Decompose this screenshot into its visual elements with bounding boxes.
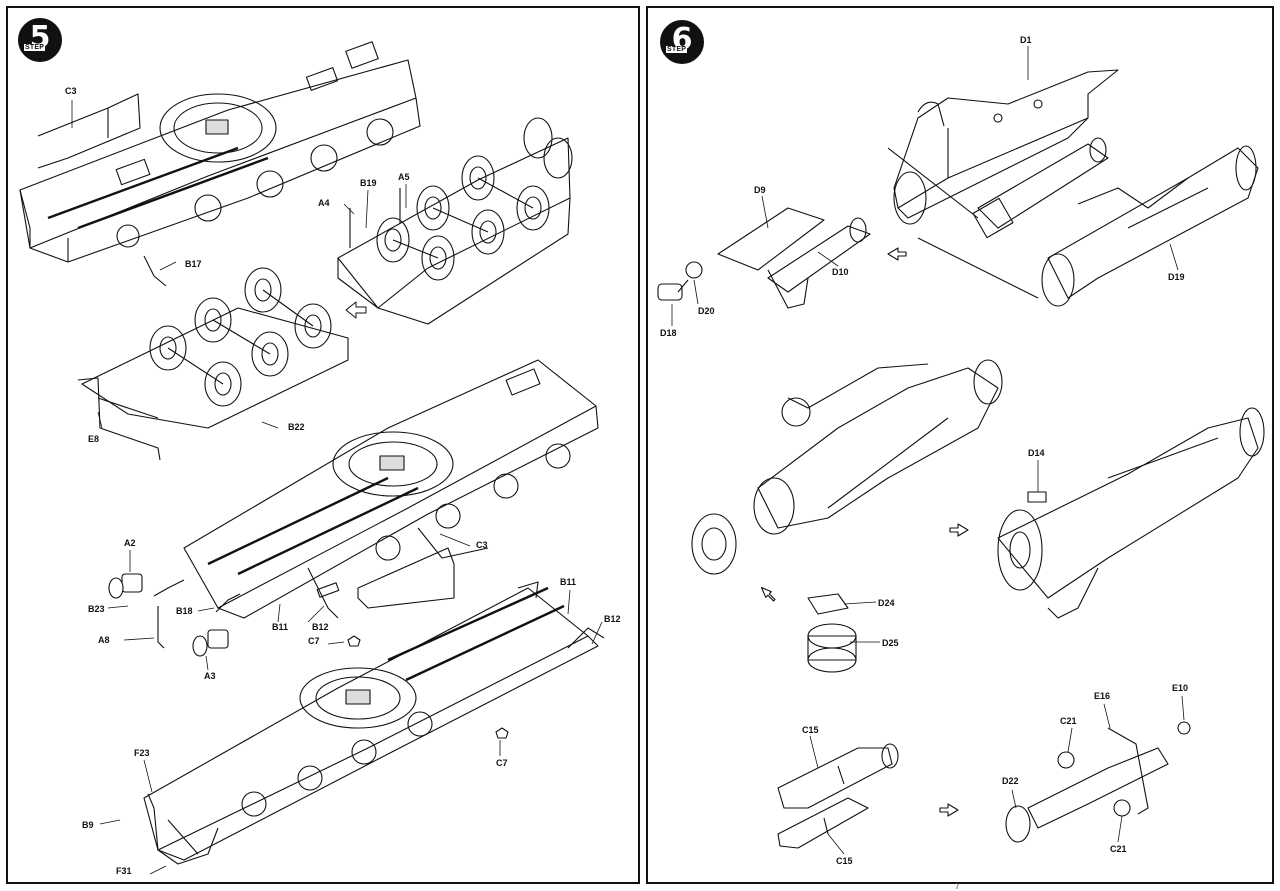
part-label-c15: C15 <box>802 725 819 735</box>
part-label-a3: A3 <box>204 671 216 681</box>
part-label-f23: F23 <box>134 748 150 758</box>
chassis-middle <box>183 359 599 619</box>
part-label-d18: D18 <box>660 328 677 338</box>
part-label-c7: C7 <box>308 636 320 646</box>
part-label-c21: C21 <box>1060 716 1077 726</box>
assembled-gun-left <box>691 359 1003 575</box>
part-label-b17: B17 <box>185 259 202 269</box>
part-label-d24: D24 <box>878 598 895 608</box>
part-label-a2: A2 <box>124 538 136 548</box>
part-label-e10: E10 <box>1172 683 1189 693</box>
barrel-halves-d9-d10 <box>657 207 871 309</box>
step-6-illustration <box>657 46 1265 855</box>
step-5-panel: 5 STEP C3 B17 A4 B19 A5 E8 B22 C3 A2 B23… <box>6 6 640 884</box>
bogie-mid-left <box>77 267 349 461</box>
parts-c15 <box>777 743 899 849</box>
step-word: STEP <box>24 44 46 51</box>
trail-part-d19 <box>1041 145 1259 307</box>
part-label-f31: F31 <box>116 866 132 876</box>
part-label-b19: B19 <box>360 178 377 188</box>
part-label-c3: C3 <box>476 540 488 550</box>
leader-lines <box>671 46 1185 855</box>
parts-d24-d25 <box>807 593 857 673</box>
step-word: STEP <box>666 46 688 53</box>
assembled-gun-right <box>997 407 1265 619</box>
leader-lines <box>71 100 603 875</box>
trail-part-d1 <box>893 69 1119 225</box>
loose-parts-middle <box>108 573 361 657</box>
chassis-top-left <box>19 41 421 287</box>
part-label-c7: C7 <box>496 758 508 768</box>
part-label-c15: C15 <box>836 856 853 866</box>
bogie-top-right <box>337 117 573 325</box>
part-label-d1: D1 <box>1020 35 1032 45</box>
barrel-center <box>887 137 1109 299</box>
step-6-panel: 6 STEP D1 D9 D10 D18 D20 D19 D14 D24 D25… <box>646 6 1274 884</box>
assembly-e16 <box>1005 721 1191 843</box>
part-label-b12: B12 <box>312 622 329 632</box>
part-label-a8: A8 <box>98 635 110 645</box>
part-label-d14: D14 <box>1028 448 1045 458</box>
part-label-c21: C21 <box>1110 844 1127 854</box>
part-label-a4: A4 <box>318 198 330 208</box>
part-label-b9: B9 <box>82 820 94 830</box>
part-label-e8: E8 <box>88 434 100 444</box>
part-label-d25: D25 <box>882 638 899 648</box>
step-5-badge: 5 STEP <box>18 18 62 62</box>
part-label-d19: D19 <box>1168 272 1185 282</box>
part-label-a5: A5 <box>398 172 410 182</box>
page-number: 7 <box>955 882 960 891</box>
part-label-b18: B18 <box>176 606 193 616</box>
part-label-c3: C3 <box>65 86 77 96</box>
part-label-d22: D22 <box>1002 776 1019 786</box>
part-label-d20: D20 <box>698 306 715 316</box>
part-label-b11: B11 <box>560 577 577 587</box>
part-label-e16: E16 <box>1094 691 1111 701</box>
part-label-b12: B12 <box>604 614 621 624</box>
part-label-d9: D9 <box>754 185 766 195</box>
step-5-illustration <box>19 41 605 875</box>
part-label-d10: D10 <box>832 267 849 277</box>
part-label-b11: B11 <box>272 622 289 632</box>
part-label-b23: B23 <box>88 604 105 614</box>
step-6-badge: 6 STEP <box>660 20 704 64</box>
chassis-bottom <box>143 581 605 865</box>
part-label-b22: B22 <box>288 422 305 432</box>
